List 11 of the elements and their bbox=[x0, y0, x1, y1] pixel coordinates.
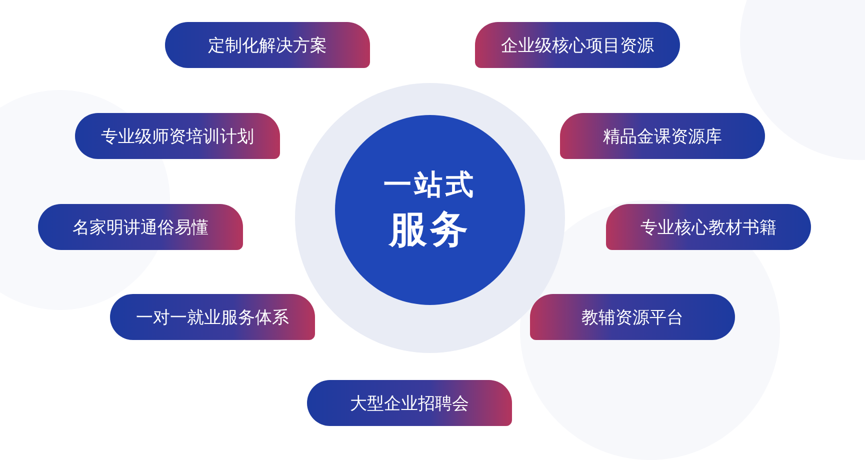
service-pill: 企业级核心项目资源 bbox=[475, 22, 680, 68]
service-pill: 专业级师资培训计划 bbox=[75, 113, 280, 159]
service-pill: 大型企业招聘会 bbox=[307, 380, 512, 426]
circle-subtitle: 一站式 bbox=[384, 166, 476, 202]
service-pill: 名家明讲通俗易懂 bbox=[38, 204, 243, 250]
circle-title: 服务 bbox=[389, 206, 471, 252]
service-pill: 一对一就业服务体系 bbox=[110, 294, 315, 340]
service-pill: 精品金课资源库 bbox=[560, 113, 765, 159]
service-pill: 专业核心教材书籍 bbox=[606, 204, 811, 250]
service-pill: 定制化解决方案 bbox=[165, 22, 370, 68]
service-pill: 教辅资源平台 bbox=[530, 294, 735, 340]
